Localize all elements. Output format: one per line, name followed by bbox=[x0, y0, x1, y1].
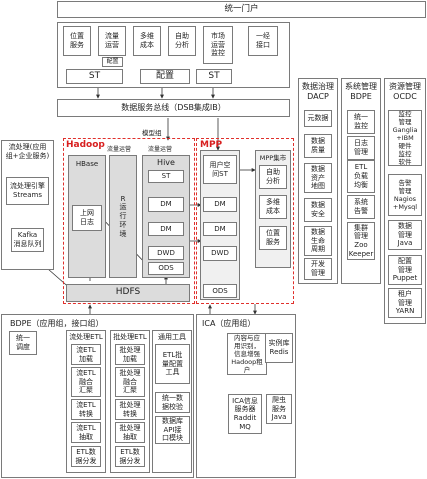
hive-st[interactable]: ST bbox=[148, 170, 184, 183]
dacp-data-quality[interactable]: 数据 质量 bbox=[304, 134, 332, 158]
mart-location-service[interactable]: 位置 服务 bbox=[259, 226, 287, 250]
mpp-region bbox=[196, 138, 294, 304]
bdpe-app-title: BDPE（应用组，接口组） bbox=[10, 319, 104, 328]
mpp-user-space-st[interactable]: 用户空 间ST bbox=[203, 155, 237, 184]
dacp-lifecycle[interactable]: 数据 生命 周期 bbox=[304, 226, 332, 256]
tool-data-validation[interactable]: 统一数 据校验 bbox=[155, 392, 190, 413]
ocdc-alert[interactable]: 告警 管理 Nagios +Mysql bbox=[388, 174, 422, 216]
mpp-title: MPP bbox=[200, 140, 223, 150]
traffic-ops-label: 流量运营 bbox=[107, 146, 132, 153]
app-interface[interactable]: 一经 接口 bbox=[248, 26, 278, 56]
app-st-right[interactable]: ST bbox=[196, 69, 232, 84]
app-traffic-ops[interactable]: 流量 运营 bbox=[98, 26, 126, 56]
sys-zookeeper[interactable]: 集群 管理 Zoo Keeper bbox=[347, 222, 375, 260]
mpp-ods[interactable]: ODS bbox=[203, 284, 237, 298]
app-multidim-cost[interactable]: 多维 成本 bbox=[133, 26, 161, 56]
ocdc-config[interactable]: 配置 管理 Puppet bbox=[388, 255, 422, 285]
ica-title: ICA（应用组） bbox=[202, 319, 256, 328]
batch-etl-merge[interactable]: 批处理 融合 汇聚 bbox=[115, 367, 145, 397]
tool-db-api[interactable]: 数据库 API接 口模块 bbox=[155, 416, 190, 444]
model-group-label: 模型组 bbox=[142, 129, 162, 137]
app-config[interactable]: 配置 bbox=[140, 69, 190, 84]
batch-etl-transform[interactable]: 批处理 转换 bbox=[115, 399, 145, 420]
data-service-bus[interactable]: 数据服务总线（DSB集成IB） bbox=[57, 99, 290, 117]
dacp-asset-map[interactable]: 数据 资产 地图 bbox=[304, 163, 332, 193]
dacp-data-security[interactable]: 数据 安全 bbox=[304, 198, 332, 222]
r-runtime-env[interactable]: R 运 行 环 境 bbox=[109, 155, 137, 278]
stream-etl-extract[interactable]: 流ETL 抽取 bbox=[71, 422, 101, 443]
batch-etl-extract[interactable]: 批处理 抽取 bbox=[115, 422, 145, 443]
app-st-left[interactable]: ST bbox=[66, 69, 123, 84]
ica-redis[interactable]: 实例库 Redis bbox=[265, 333, 293, 363]
sys-log-mgmt[interactable]: 日志 管理 bbox=[347, 136, 375, 160]
mpp-dm-2[interactable]: DM bbox=[203, 222, 237, 236]
hadoop-title: Hadoop bbox=[66, 140, 105, 150]
dacp-dev-mgmt[interactable]: 开发 管理 bbox=[304, 258, 332, 280]
ica-crawler[interactable]: 爬虫 服务 Java bbox=[266, 394, 292, 424]
sys-etl-balance[interactable]: ETL 负载 均衡 bbox=[347, 160, 375, 193]
app-config-small[interactable]: 配置 bbox=[102, 57, 123, 67]
hive-dwd[interactable]: DWD bbox=[148, 246, 184, 260]
app-self-analysis[interactable]: 自助 分析 bbox=[168, 26, 196, 56]
stream-etl-load[interactable]: 流ETL 加载 bbox=[71, 344, 101, 365]
ica-info-server[interactable]: ICA信息 服务器 Raddit MQ bbox=[228, 394, 262, 434]
mpp-dm-1[interactable]: DM bbox=[203, 197, 237, 212]
ocdc-data-mgmt[interactable]: 数据 管理 Java bbox=[388, 220, 422, 250]
sys-unified-monitor[interactable]: 统一 监控 bbox=[347, 110, 375, 134]
hive-dm-2[interactable]: DM bbox=[148, 222, 184, 236]
hadoop-region bbox=[63, 138, 195, 304]
batch-etl-dispatch[interactable]: ETL数 据分发 bbox=[115, 446, 145, 467]
mpp-dwd[interactable]: DWD bbox=[203, 246, 237, 261]
app-location-service[interactable]: 位置 服务 bbox=[63, 26, 91, 56]
hbase-internet-log[interactable]: 上网 日志 bbox=[72, 205, 102, 231]
sys-alert[interactable]: 系统 告警 bbox=[347, 195, 375, 219]
kafka-queue[interactable]: Kafka 消息队列 bbox=[11, 228, 44, 252]
traffic-ops-label-2: 流量运营 bbox=[148, 146, 173, 153]
tool-etl-batch-config[interactable]: ETL批 量配置 工具 bbox=[155, 344, 190, 384]
hive-ods[interactable]: ODS bbox=[148, 262, 184, 275]
unified-dispatch[interactable]: 统一 调度 bbox=[9, 331, 37, 355]
app-market-monitor[interactable]: 市场 运营 监控 bbox=[203, 26, 233, 64]
mart-multidim-cost[interactable]: 多维 成本 bbox=[259, 195, 287, 219]
ica-content-recognition[interactable]: 内容与应 用识别， 信息增强 Hadoop租户 bbox=[227, 333, 267, 375]
batch-etl-load[interactable]: 批处理 加载 bbox=[115, 344, 145, 365]
hive-dm-1[interactable]: DM bbox=[148, 197, 184, 212]
ocdc-monitor[interactable]: 监控 管理 Ganglia +IBM 硬件 监控 软件 bbox=[388, 110, 422, 166]
stream-etl-dispatch[interactable]: ETL数 据分发 bbox=[71, 446, 101, 467]
hdfs[interactable]: HDFS bbox=[66, 284, 190, 302]
stream-engine[interactable]: 流处理引擎 Streams bbox=[6, 177, 49, 205]
stream-etl-merge[interactable]: 流ETL 融合 汇聚 bbox=[71, 367, 101, 397]
mart-self-analysis[interactable]: 自助 分析 bbox=[259, 165, 287, 189]
unified-portal[interactable]: 统一门户 bbox=[57, 1, 426, 18]
stream-etl-transform[interactable]: 流ETL 转换 bbox=[71, 399, 101, 420]
dacp-metadata[interactable]: 元数据 bbox=[304, 110, 332, 127]
ocdc-tenant[interactable]: 租户 管理 YARN bbox=[388, 288, 422, 318]
